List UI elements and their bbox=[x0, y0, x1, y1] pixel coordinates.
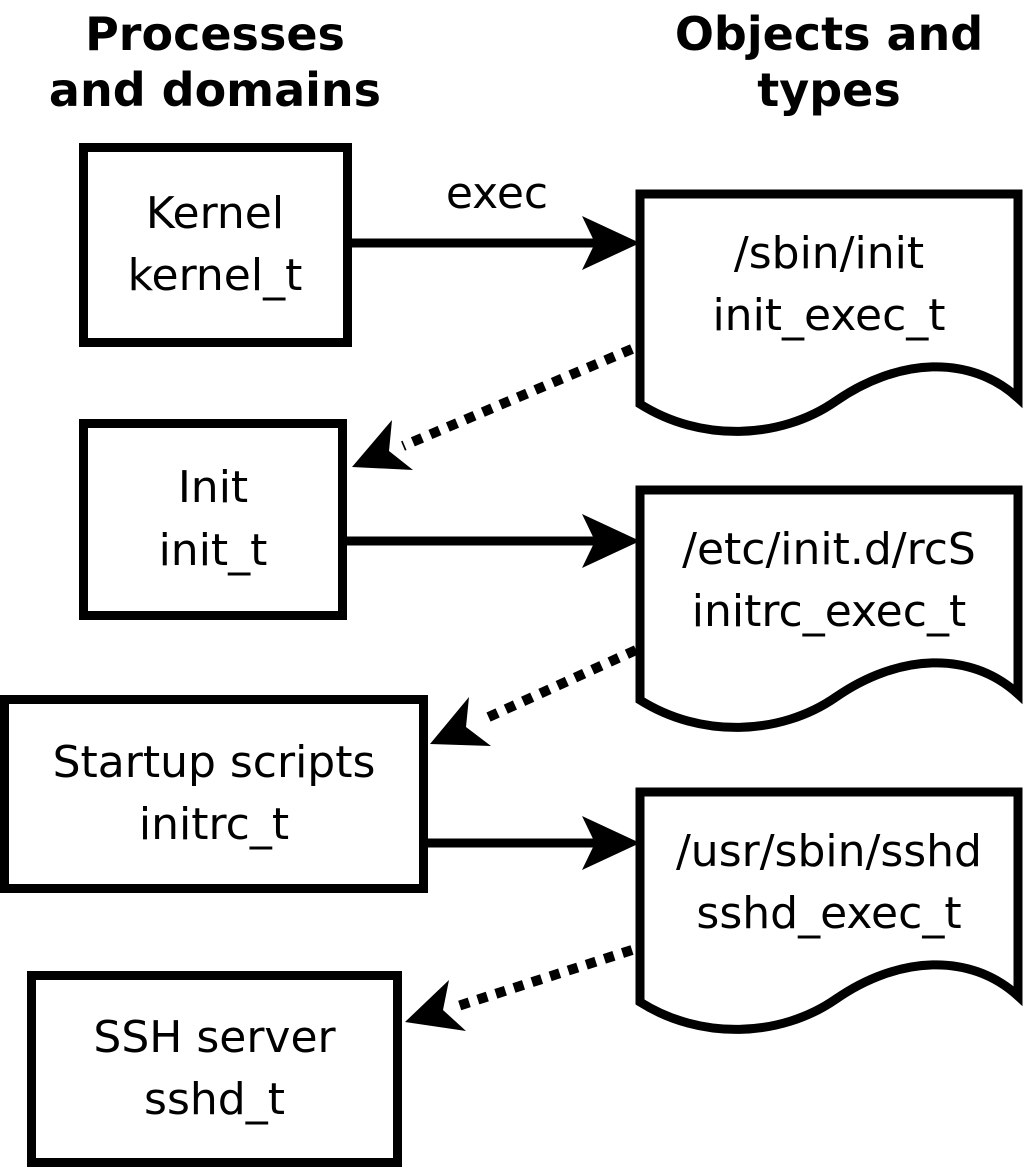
exec-edge-label: exec bbox=[445, 168, 549, 219]
process-node-ssh-server: SSH server sshd_t bbox=[27, 971, 402, 1167]
heading-line: Objects and bbox=[674, 7, 984, 61]
process-node-startup-scripts: Startup scripts initrc_t bbox=[0, 695, 428, 893]
object-node-sbin-init: /sbin/init init_exec_t bbox=[640, 194, 1018, 376]
dotted-arrow-sshd-exec-to-sshd bbox=[456, 945, 634, 1011]
heading-line: and domains bbox=[48, 63, 382, 118]
object-node-etc-initd-rcs: /etc/init.d/rcS initrc_exec_t bbox=[640, 490, 1018, 672]
process-type: initrc_t bbox=[138, 799, 290, 850]
dotted-arrowhead-icon bbox=[430, 697, 491, 746]
object-path: /usr/sbin/sshd bbox=[675, 825, 982, 877]
heading-line: Processes bbox=[85, 7, 345, 61]
column-header-processes: Processes and domains bbox=[0, 6, 430, 118]
object-node-usr-sbin-sshd: /usr/sbin/sshd sshd_exec_t bbox=[640, 792, 1018, 974]
process-name: Init bbox=[177, 462, 249, 514]
solid-arrowhead-icon bbox=[582, 816, 640, 870]
object-path: /sbin/init bbox=[733, 227, 925, 279]
solid-arrowhead-icon bbox=[582, 514, 640, 568]
process-box-kernel bbox=[79, 143, 352, 347]
process-type: init_t bbox=[158, 524, 268, 576]
process-type: kernel_t bbox=[127, 250, 303, 301]
solid-arrowhead-icon bbox=[582, 216, 640, 270]
heading-line: types bbox=[757, 63, 901, 118]
process-box-ssh-server bbox=[27, 971, 402, 1167]
column-header-objects: Objects and types bbox=[620, 6, 1024, 118]
process-node-kernel: Kernel kernel_t bbox=[79, 143, 351, 347]
object-type: init_exec_t bbox=[712, 290, 946, 341]
dotted-arrow-init-exec-to-init bbox=[401, 344, 634, 451]
process-box-init bbox=[79, 419, 347, 620]
process-node-init: Init init_t bbox=[79, 419, 347, 620]
process-name: Startup scripts bbox=[52, 736, 376, 788]
dotted-arrowhead-icon bbox=[352, 420, 413, 470]
process-type: sshd_t bbox=[144, 1074, 285, 1125]
dotted-arrowhead-icon bbox=[405, 980, 466, 1031]
dotted-arrow-initrc-exec-to-initrc bbox=[479, 645, 639, 725]
process-name: Kernel bbox=[145, 187, 285, 239]
object-type: initrc_exec_t bbox=[691, 586, 967, 637]
object-type: sshd_exec_t bbox=[696, 888, 962, 939]
process-name: SSH server bbox=[93, 1011, 336, 1063]
object-path: /etc/init.d/rcS bbox=[682, 523, 976, 575]
process-box-startup-scripts bbox=[0, 695, 428, 893]
